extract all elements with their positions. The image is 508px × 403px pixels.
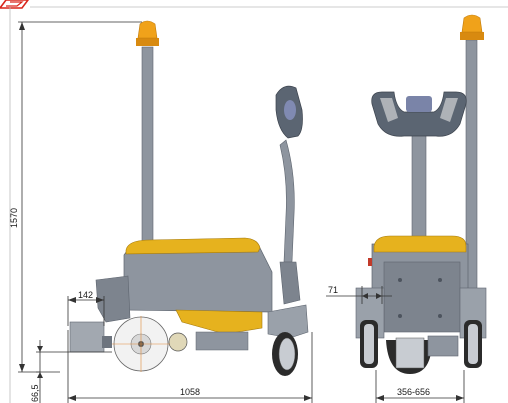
front-motor (427, 335, 459, 357)
clearance-label: 66,5 (30, 384, 40, 402)
side-front-frame (95, 275, 131, 323)
dimension-length: 1058 (67, 330, 313, 403)
side-mast (141, 46, 154, 263)
amber-beacon-icon (136, 20, 159, 46)
front-view (355, 14, 487, 374)
side-small-bracket (102, 336, 112, 348)
side-tiller-link (279, 261, 301, 305)
side-front-plate (69, 321, 105, 353)
amber-beacon-icon (460, 14, 484, 40)
dimension-overhang: 142 (67, 290, 105, 326)
dimension-clearance: 66,5 (30, 340, 112, 403)
dimension-height: 1570 (9, 21, 142, 373)
dimension-width: 356-656 (375, 370, 465, 403)
front-rear-plate (383, 261, 461, 333)
side-body (123, 243, 273, 313)
side-drive-wheel (272, 332, 298, 376)
height-label: 1570 (9, 208, 19, 228)
overhang-label: 142 (78, 290, 93, 300)
side-yellow-cover (125, 237, 261, 255)
side-offset-label: 71 (328, 285, 338, 295)
side-tiller-arm (279, 139, 295, 263)
front-handle-bar (371, 91, 467, 137)
width-label: 356-656 (397, 387, 430, 397)
side-view (69, 20, 309, 376)
front-tiller-column (411, 129, 427, 241)
length-label: 1058 (180, 387, 200, 397)
side-yellow-panel (175, 309, 263, 335)
logo-mark (0, 0, 29, 9)
side-battery-box (195, 331, 249, 351)
side-tiller-base (267, 304, 309, 339)
front-yellow-cover (373, 235, 467, 253)
dimension-side-offset: 71 (326, 285, 392, 304)
side-mid-wheel (168, 332, 188, 352)
